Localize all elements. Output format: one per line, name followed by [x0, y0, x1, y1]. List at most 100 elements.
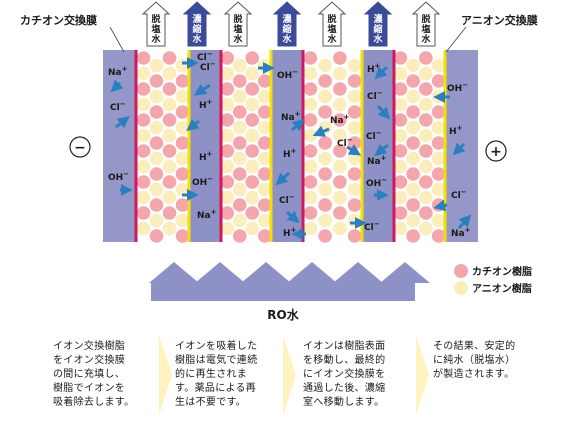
anion-resin-bead — [175, 213, 190, 228]
outlet-label-char: 脱 — [421, 13, 430, 25]
cation-resin-bead — [347, 198, 362, 212]
cation-resin-bead — [175, 105, 190, 119]
cation-resin-bead — [393, 206, 408, 220]
anion-resin-bead — [419, 190, 433, 205]
cation-resin-bead — [303, 206, 318, 220]
desalted-outlet-arrow — [223, 1, 253, 47]
anion-resin-bead — [136, 128, 151, 143]
cation-resin-bead — [406, 229, 420, 243]
anion-resin-bead — [393, 159, 408, 174]
cation-resin-bead — [257, 136, 272, 150]
anion-resin-bead — [175, 120, 190, 135]
cation-resin-bead — [220, 175, 235, 189]
anion-resin-bead — [149, 89, 164, 104]
anion-resin-bead — [232, 151, 247, 166]
cation-resin-bead — [257, 229, 272, 243]
cation-resin-bead — [431, 229, 446, 243]
cation-resin-bead — [347, 74, 362, 88]
cation-resin-bead — [303, 144, 318, 158]
plus-sign: + — [490, 144, 502, 160]
cation-resin-bead — [431, 74, 446, 88]
cation-resin-bead — [232, 105, 247, 119]
anion-resin-bead — [162, 190, 177, 205]
anion-resin-bead — [318, 58, 332, 73]
anion-resin-bead — [149, 182, 164, 197]
anion-resin-bead — [149, 151, 164, 166]
anion-resin-bead — [393, 128, 408, 143]
cation-resin-bead — [136, 82, 151, 96]
anion-resin-bead — [333, 221, 347, 236]
anion-resin-bead — [232, 213, 247, 228]
cation-resin-bead — [303, 51, 318, 65]
anion-resin-bead — [232, 120, 247, 135]
cation-resin-bead — [419, 113, 433, 127]
ion-migration-arrow — [374, 143, 389, 156]
outlet-label-char: 塩 — [233, 23, 242, 35]
outlet-label-char: 水 — [421, 33, 431, 45]
ro-inlet-label: RO水 — [267, 307, 299, 322]
minus-sign: − — [74, 140, 86, 156]
cation-resin-bead — [232, 136, 247, 150]
anion-resin-bead — [393, 97, 408, 112]
cation-resin-bead — [136, 51, 151, 65]
cation-resin-bead — [406, 198, 420, 212]
ion-migration-arrow — [186, 118, 200, 131]
cation-resin-bead — [232, 167, 247, 181]
outlet-label-char: 塩 — [151, 23, 160, 35]
cation-resin-bead — [175, 167, 190, 181]
anion-resin-bead — [257, 151, 272, 166]
cation-resin-bead — [220, 82, 235, 96]
cation-resin-bead — [333, 113, 347, 127]
anion-resin-bead — [393, 66, 408, 81]
outlet-label-char: 塩 — [421, 23, 430, 35]
legend-cation-label: カチオン樹脂 — [472, 265, 532, 278]
anion-resin-bead — [162, 66, 177, 81]
anion-resin-bead — [333, 128, 347, 143]
anion-resin-bead — [419, 97, 433, 112]
anion-resin-bead — [406, 213, 420, 228]
resin-beads — [136, 51, 446, 243]
step-1-text: イオン交換樹脂をイオン交換膜の間に充填し、樹脂でイオンを吸着除去します。 — [53, 341, 135, 408]
membrane-panel-1 — [189, 50, 221, 242]
desalted-outlet-arrow — [317, 1, 347, 47]
cation-resin-bead — [393, 51, 408, 65]
cation-resin-bead — [431, 105, 446, 119]
anion-resin-bead — [175, 89, 190, 104]
anion-resin-bead — [245, 221, 260, 236]
cation-resin-bead — [419, 206, 433, 220]
outlet-label-char: 水 — [192, 33, 202, 45]
cation-resin-bead — [162, 51, 177, 65]
anion-resin-bead — [162, 159, 177, 174]
outlet-label-char: 縮 — [282, 23, 291, 35]
cation-resin-bead — [149, 229, 164, 243]
cation-resin-bead — [419, 82, 433, 96]
anion-resin-bead — [220, 190, 235, 205]
cation-resin-bead — [257, 198, 272, 212]
membrane-panel-2 — [271, 50, 303, 242]
anion-resin-bead — [419, 159, 433, 174]
cation-resin-bead — [149, 74, 164, 88]
ion-migration-arrow — [286, 210, 300, 224]
cation-resin-bead — [318, 105, 332, 119]
plus-electrode-symbol — [485, 140, 507, 162]
anion-resin-bead — [220, 221, 235, 236]
ion-labels: Na+Cl−OH−Cl−H+H+OH−Na+Cl−OH−Na+H+Cl−H+Na… — [108, 50, 472, 240]
anion-resin-bead — [303, 128, 318, 143]
anion-resin-bead — [175, 182, 190, 197]
anion-membrane-label: アニオン交換膜 — [461, 13, 538, 27]
cation-resin-bead — [333, 175, 347, 189]
cation-resin-bead — [303, 175, 318, 189]
anion-resin-bead — [136, 159, 151, 174]
anion-resin-bead — [136, 97, 151, 112]
outlet-label-char: 水 — [151, 33, 161, 45]
concentrate-outlet-arrow — [363, 1, 393, 47]
anion-resin-bead — [245, 190, 260, 205]
minus-electrode-symbol — [69, 136, 91, 158]
ion-migration-arrow — [457, 214, 472, 230]
membrane-panels — [187, 50, 396, 242]
anion-resin-bead — [333, 159, 347, 174]
anion-resin-bead — [257, 120, 272, 135]
cation-resin-bead — [318, 167, 332, 181]
cation-resin-bead — [406, 105, 420, 119]
